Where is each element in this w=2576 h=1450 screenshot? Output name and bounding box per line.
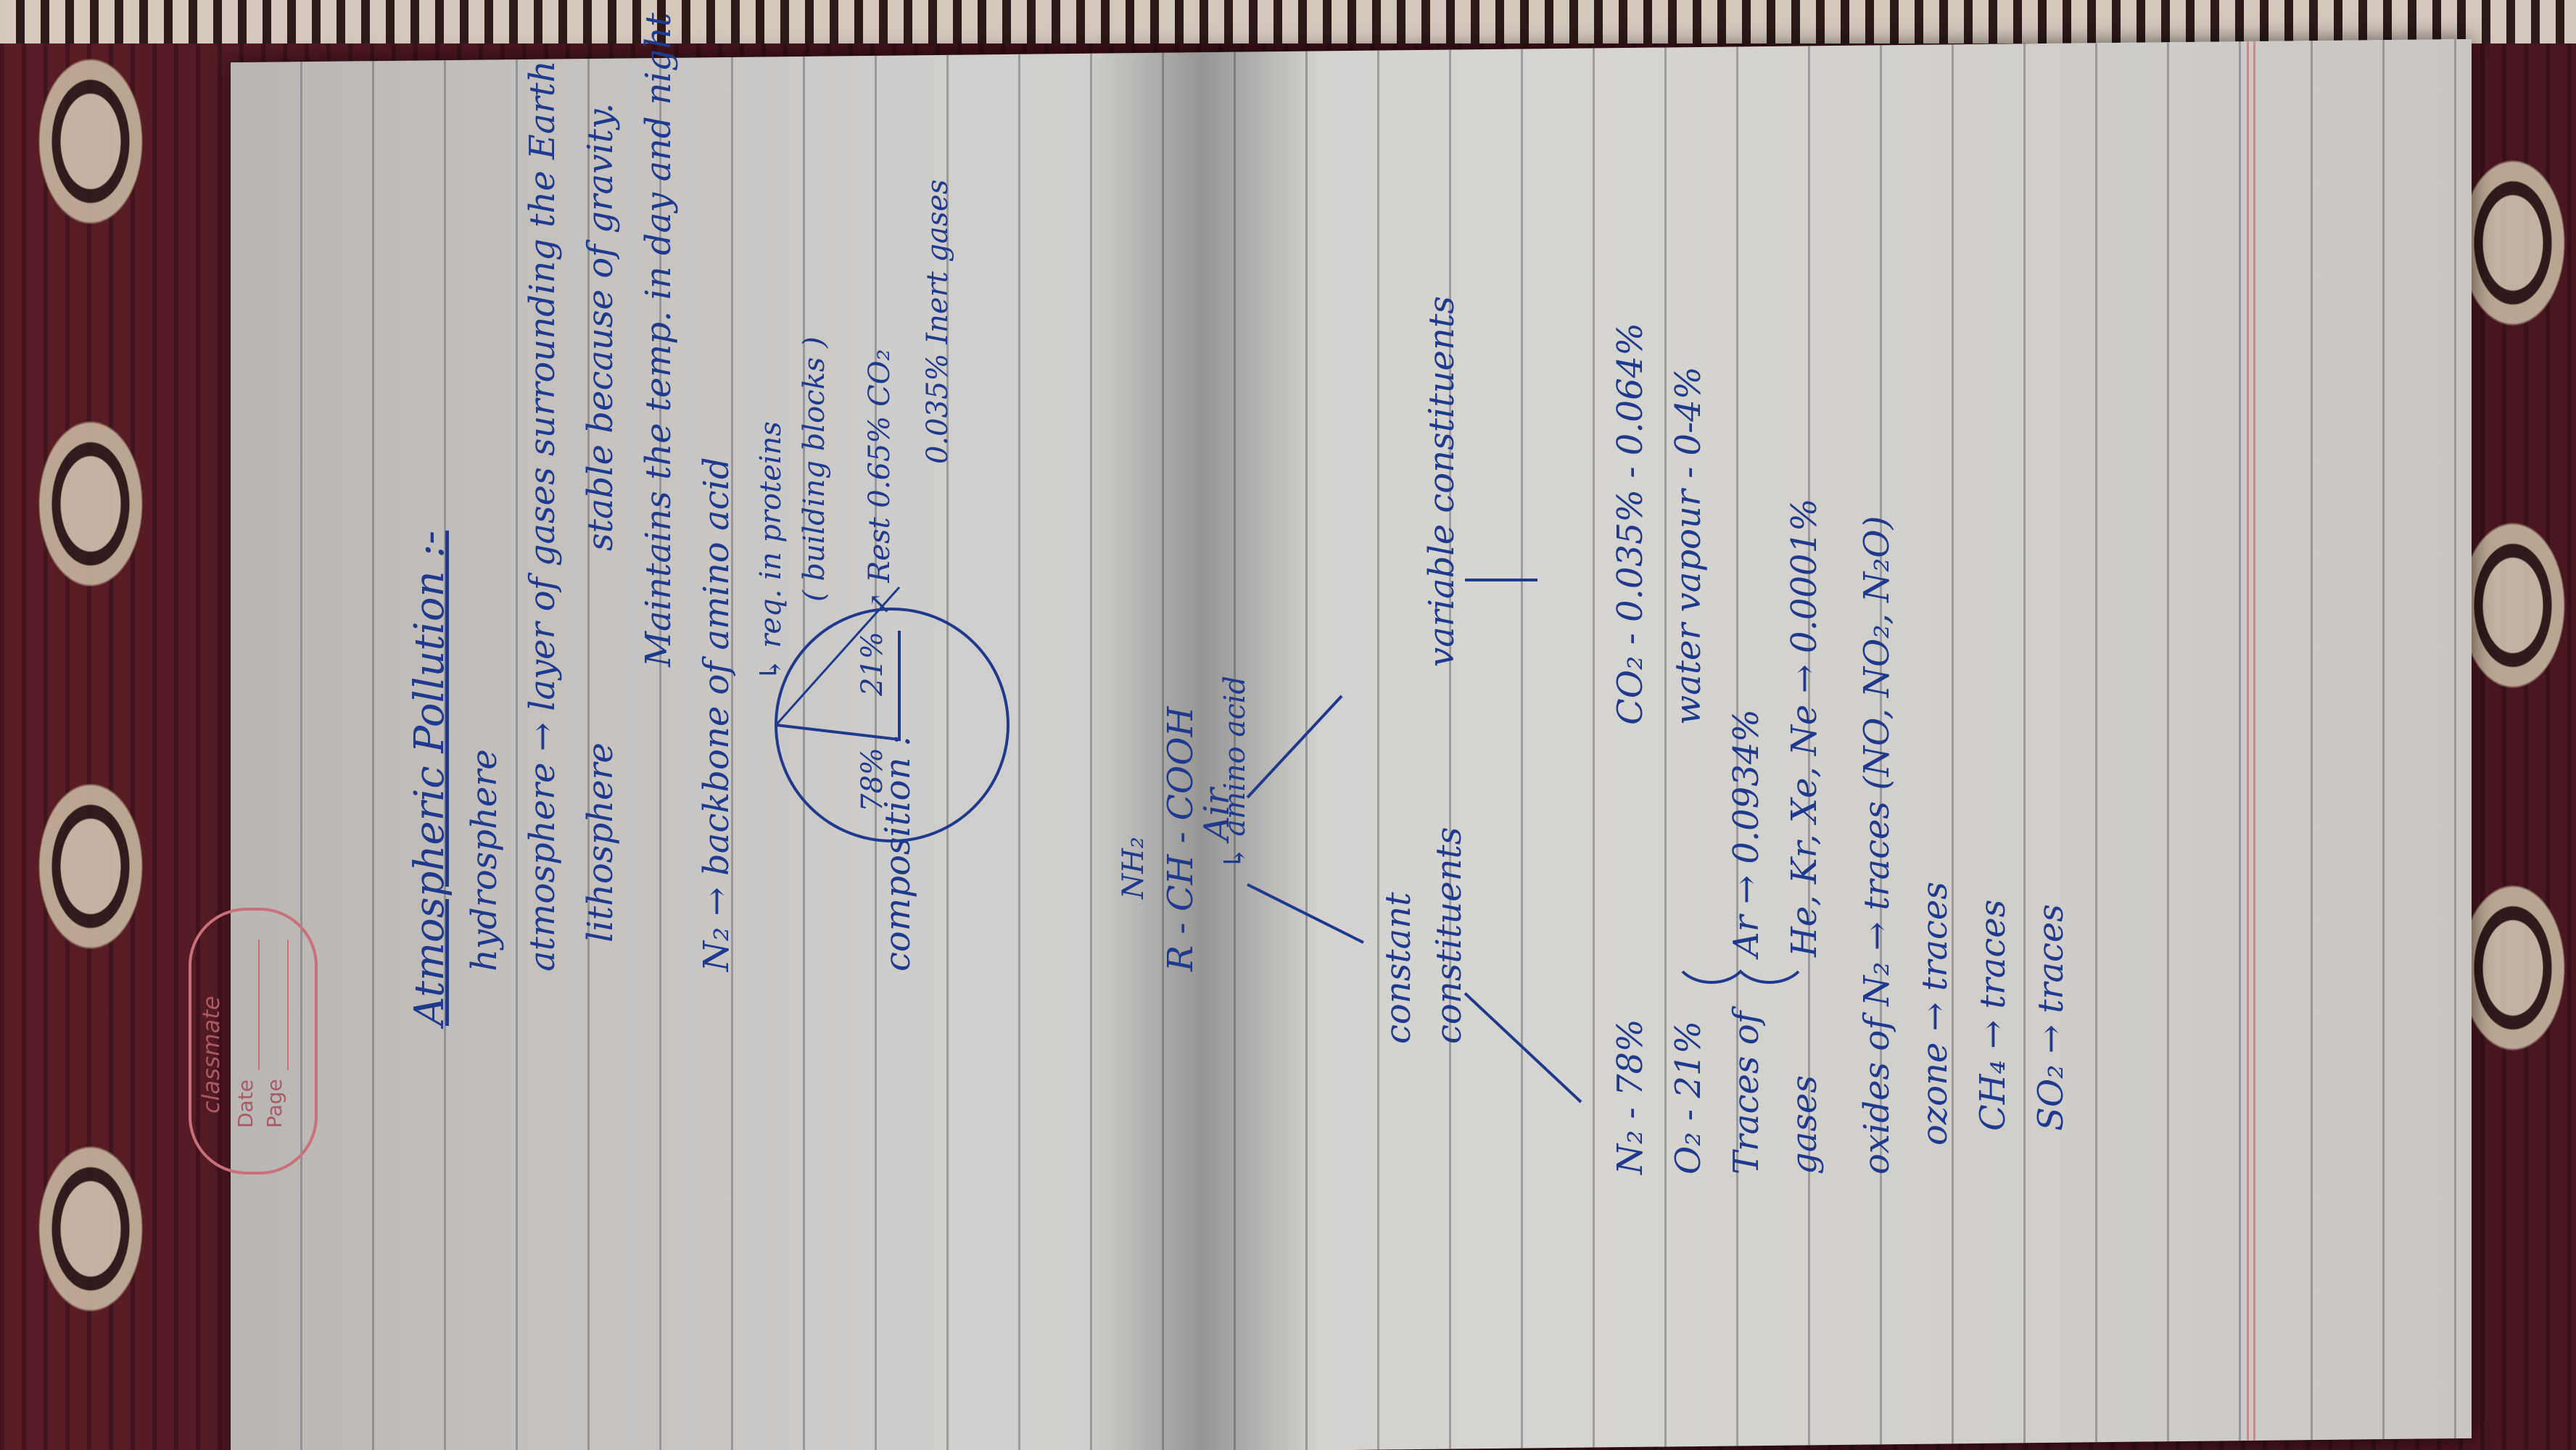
note-variable: variable constituents: [1421, 296, 1462, 667]
carpet-motif: [29, 768, 152, 964]
carpet-motif: [2451, 508, 2575, 703]
note-ar-line: Ar → 0.0934%: [1726, 709, 1767, 957]
note-n2-pct: N₂ - 78%: [1610, 1019, 1651, 1174]
note-water-vapour: water vapour - 0-4%: [1668, 366, 1709, 725]
note-o2-pct: O₂ - 21%: [1668, 1020, 1709, 1174]
carpet-motif: [2451, 870, 2575, 1066]
carpet-motif: [29, 44, 152, 239]
note-constant: constant: [1378, 892, 1419, 1044]
note-gases: gases: [1784, 1074, 1825, 1174]
tree-branch-left: [1247, 883, 1364, 944]
tree-branch-right: [1246, 695, 1343, 799]
note-air: Air: [1197, 788, 1237, 841]
carpet-motif: [29, 1131, 152, 1327]
note-ozone: ozone → traces: [1915, 882, 1955, 1146]
constant-branch: [1464, 992, 1582, 1103]
note-ch4: CH₄ → traces: [1973, 899, 2013, 1131]
pie-divider-2: [775, 586, 901, 726]
pie-label-21: 21%: [856, 631, 889, 696]
pie-divider: [775, 631, 901, 742]
note-co2-range: CO₂ - 0.035% - 0.064%: [1610, 323, 1651, 725]
brace: [1681, 969, 1800, 984]
pie-circle: [775, 608, 1010, 842]
carpet-motif: [29, 406, 152, 602]
amino-formula: R - CH - COOH: [1160, 706, 1201, 972]
note-so2: SO₂ → traces: [2031, 904, 2071, 1131]
carpet-border-top: [0, 0, 2576, 44]
note-traces-of: Traces of: [1726, 1011, 1767, 1174]
note-constituents: constituents: [1429, 826, 1469, 1044]
pie-label-78: 78%: [856, 747, 889, 812]
amino-formula-top: NH₂: [1117, 837, 1150, 899]
note-he-line: He, Kr, Xe, Ne → 0.0001%: [1784, 498, 1825, 957]
note-oxides: oxides of N₂ → traces (NO, NO₂, N₂O): [1857, 515, 1897, 1174]
carpet-motif: [2451, 145, 2575, 341]
